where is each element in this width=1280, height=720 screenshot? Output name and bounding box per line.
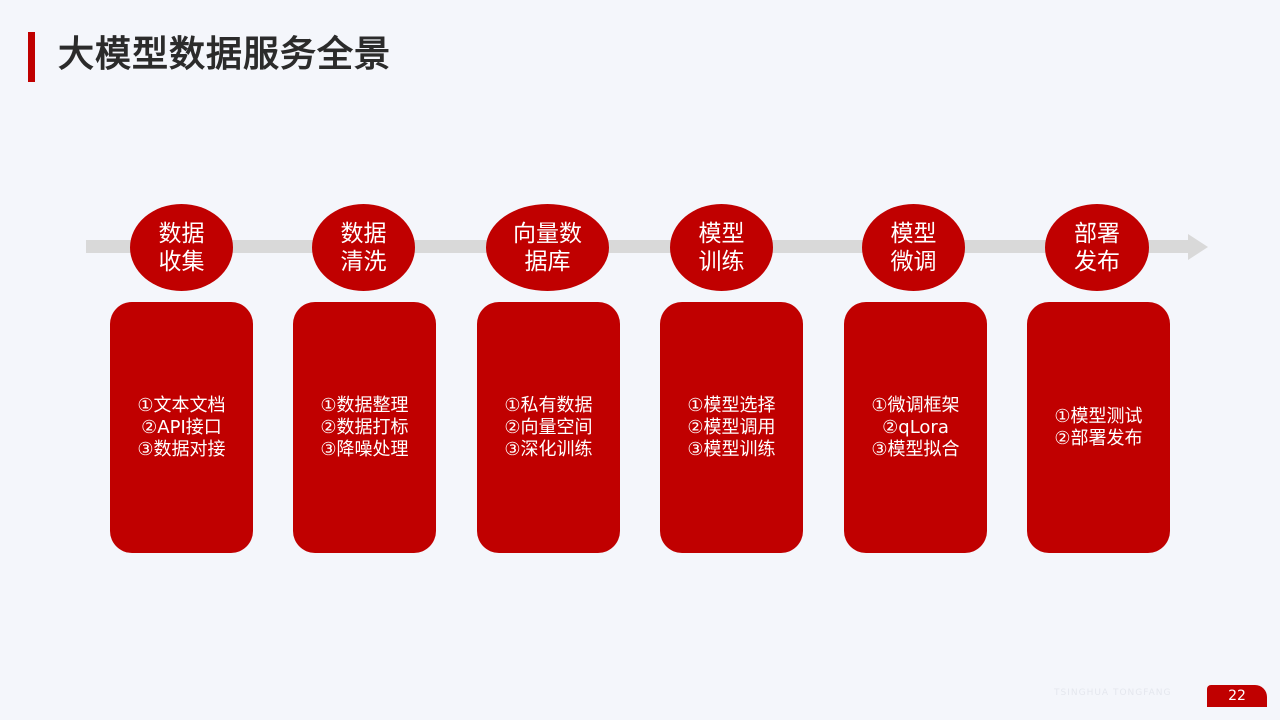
step-card-item: ①文本文档 — [137, 394, 226, 416]
step-card-5-list: ①微调框架 ②qLora ③模型拟合 — [871, 395, 959, 461]
step-card-item: ①微调框架 — [871, 394, 960, 416]
step-card-item: ③模型拟合 — [871, 438, 960, 460]
step-card-3-list: ①私有数据 ②向量空间 ③深化训练 — [504, 395, 592, 461]
step-card-3: ①私有数据 ②向量空间 ③深化训练 — [477, 302, 620, 553]
footer-brand-text: TSINGHUA TONGFANG — [1054, 688, 1172, 698]
step-circle-3: 向量数 据库 — [486, 204, 609, 291]
step-card-item: ②API接口 — [141, 416, 222, 438]
step-card-item: ②qLora — [882, 416, 949, 438]
step-card-item: ①私有数据 — [504, 394, 593, 416]
step-circle-5: 模型 微调 — [862, 204, 965, 291]
step-card-4-list: ①模型选择 ②模型调用 ③模型训练 — [687, 395, 775, 461]
step-card-6: ①模型测试 ②部署发布 — [1027, 302, 1170, 553]
step-card-item: ①模型选择 — [687, 394, 776, 416]
step-card-1-list: ①文本文档 ②API接口 ③数据对接 — [137, 395, 225, 461]
page-number-badge: 22 — [1207, 685, 1267, 707]
step-card-item: ③数据对接 — [137, 438, 226, 460]
step-card-item: ②数据打标 — [320, 416, 409, 438]
step-circle-1: 数据 收集 — [130, 204, 233, 291]
step-circle-2: 数据 清洗 — [312, 204, 415, 291]
step-card-item: ②部署发布 — [1054, 427, 1143, 449]
step-card-item: ③模型训练 — [687, 438, 776, 460]
step-card-item: ②向量空间 — [504, 416, 593, 438]
step-card-item: ③降噪处理 — [320, 438, 409, 460]
step-card-item: ②模型调用 — [687, 416, 776, 438]
step-card-item: ①模型测试 — [1054, 405, 1143, 427]
step-circle-4: 模型 训练 — [670, 204, 773, 291]
timeline-arrow-line — [86, 240, 1190, 253]
step-card-6-list: ①模型测试 ②部署发布 — [1054, 406, 1142, 450]
step-card-item: ③深化训练 — [504, 438, 593, 460]
page-title: 大模型数据服务全景 — [58, 34, 392, 75]
step-card-2: ①数据整理 ②数据打标 ③降噪处理 — [293, 302, 436, 553]
step-card-5: ①微调框架 ②qLora ③模型拟合 — [844, 302, 987, 553]
step-card-item: ①数据整理 — [320, 394, 409, 416]
step-card-4: ①模型选择 ②模型调用 ③模型训练 — [660, 302, 803, 553]
step-card-1: ①文本文档 ②API接口 ③数据对接 — [110, 302, 253, 553]
step-card-2-list: ①数据整理 ②数据打标 ③降噪处理 — [320, 395, 408, 461]
step-circle-6: 部署 发布 — [1045, 204, 1149, 291]
title-accent-bar — [28, 32, 35, 82]
timeline-arrow-head-icon — [1188, 234, 1208, 260]
